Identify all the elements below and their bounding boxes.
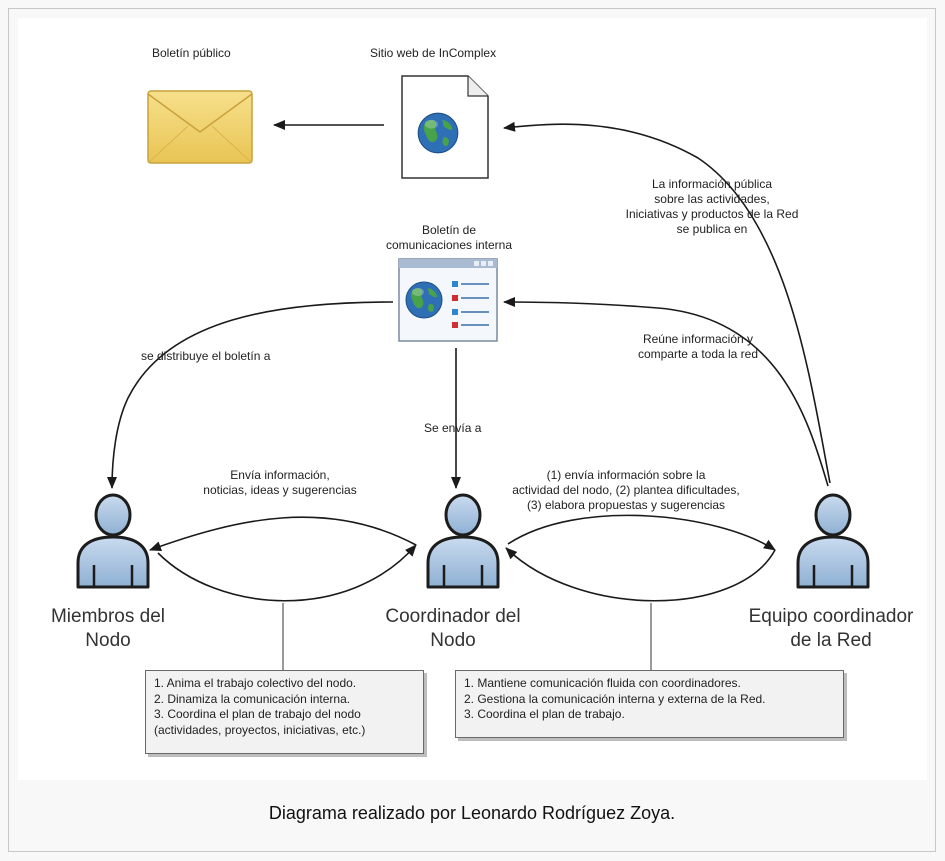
arrow-coordinador-to-miembros (149, 516, 417, 551)
arrow-equipo-to-coordinador (505, 547, 776, 602)
label-sitio-web: Sitio web de InComplex (370, 46, 497, 60)
arrow-equipo-to-web (503, 121, 831, 484)
label-envia-actividad: (1) envía información sobre la actividad… (512, 468, 740, 512)
actor-miembros-nodo: Miembros del Nodo (50, 606, 166, 651)
envelope-icon (147, 90, 253, 164)
arrow-newsletter-to-miembros (107, 301, 394, 489)
note-equipo-red: 1. Mantiene comunicación fluida con coor… (455, 670, 844, 738)
label-envia-info: Envía información, noticias, ideas y sug… (203, 468, 357, 497)
label-se-envia: Se envía a (424, 421, 482, 435)
label-boletin-publico: Boletín público (152, 46, 231, 60)
actor-equipo-coordinador: Equipo coordinador de la Red (748, 606, 914, 651)
actor-coordinador-nodo: Coordinador del Nodo (385, 606, 521, 651)
label-boletin-interno: Boletín de comunicaciones interna (385, 223, 513, 252)
web-document-icon (401, 75, 489, 179)
label-info-publica: La información pública sobre las activid… (625, 177, 799, 236)
figure-caption: Diagrama realizado por Leonardo Rodrígue… (268, 803, 676, 823)
label-se-distribuye: se distribuye el boletín a (141, 349, 271, 363)
arrow-coordinador-to-equipo (507, 514, 776, 551)
person-icon-miembros (76, 493, 150, 589)
diagram-graphics (76, 75, 870, 670)
note-coordinador-nodo: 1. Anima el trabajo colectivo del nodo. … (145, 670, 424, 754)
person-icon-equipo (796, 493, 870, 589)
label-reune-info: Reúne información y comparte a toda la r… (637, 332, 759, 361)
arrow-miembros-to-coordinador (157, 544, 417, 602)
arrow-equipo-to-newsletter (503, 297, 829, 487)
newsletter-window-icon (398, 258, 498, 342)
diagram-canvas: Boletín público Sitio web de InComplex B… (18, 18, 927, 780)
